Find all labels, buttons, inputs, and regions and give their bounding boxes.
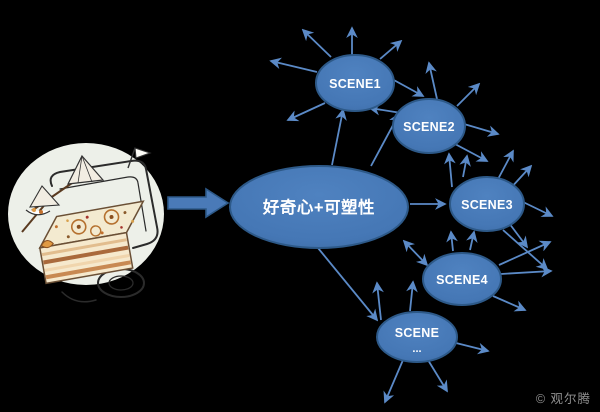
cake-car-illustration-icon [8,143,164,303]
node-center-label: 好奇心+可塑性 [262,197,375,217]
node-scene-more: SCENE ... [376,311,458,363]
node-center: 好奇心+可塑性 [229,165,409,249]
node-scene3: SCENE3 [449,176,525,232]
node-scene3-label: SCENE3 [461,198,513,212]
node-scene-more-label: SCENE [395,326,440,340]
node-scene4: SCENE4 [422,252,502,306]
node-scene4-label: SCENE4 [436,273,488,287]
node-scene1-label: SCENE1 [329,77,381,91]
watermark: © 观尔腾 [535,392,591,406]
node-scene2: SCENE2 [392,98,466,154]
connector-arrows [269,26,554,404]
node-scene-more-sublabel: ... [412,343,421,355]
node-scene2-label: SCENE2 [403,120,455,134]
right-block-arrow-icon [167,187,230,219]
node-scene1: SCENE1 [315,54,395,112]
